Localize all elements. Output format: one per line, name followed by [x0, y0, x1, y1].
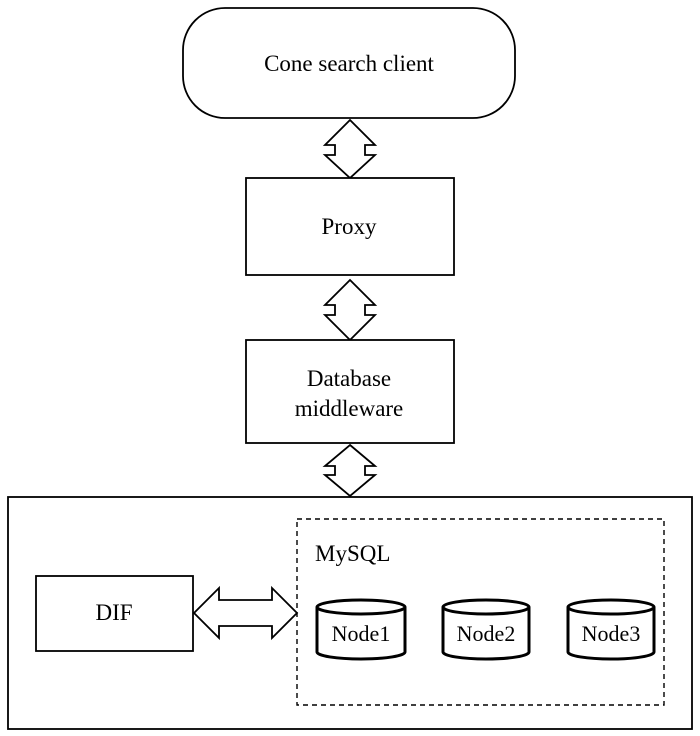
database-middleware-label-line2: middleware — [295, 396, 404, 421]
cone-search-client-label: Cone search client — [264, 51, 434, 76]
arrow-proxy-middleware — [322, 278, 378, 342]
dif-box: DIF — [35, 575, 194, 652]
database-middleware-box: Database middleware — [245, 339, 455, 444]
node3-cylinder: Node3 — [566, 598, 656, 661]
arrow-middleware-storage — [322, 443, 378, 498]
cone-search-client-box: Cone search client — [182, 7, 516, 119]
storage-container — [7, 496, 693, 730]
dif-label: DIF — [95, 600, 132, 625]
arrow-dif-mysql — [192, 585, 299, 641]
node1-label: Node1 — [332, 621, 391, 646]
mysql-cluster-group — [296, 518, 665, 706]
node2-label: Node2 — [457, 621, 516, 646]
node1-cylinder: Node1 — [315, 598, 407, 661]
arrow-client-proxy — [322, 118, 378, 180]
node3-label: Node3 — [582, 621, 641, 646]
mysql-label: MySQL — [315, 541, 390, 566]
proxy-box: Proxy — [245, 177, 455, 276]
database-middleware-label-line1: Database — [307, 366, 391, 391]
proxy-label: Proxy — [322, 214, 377, 239]
node2-cylinder: Node2 — [441, 598, 531, 661]
